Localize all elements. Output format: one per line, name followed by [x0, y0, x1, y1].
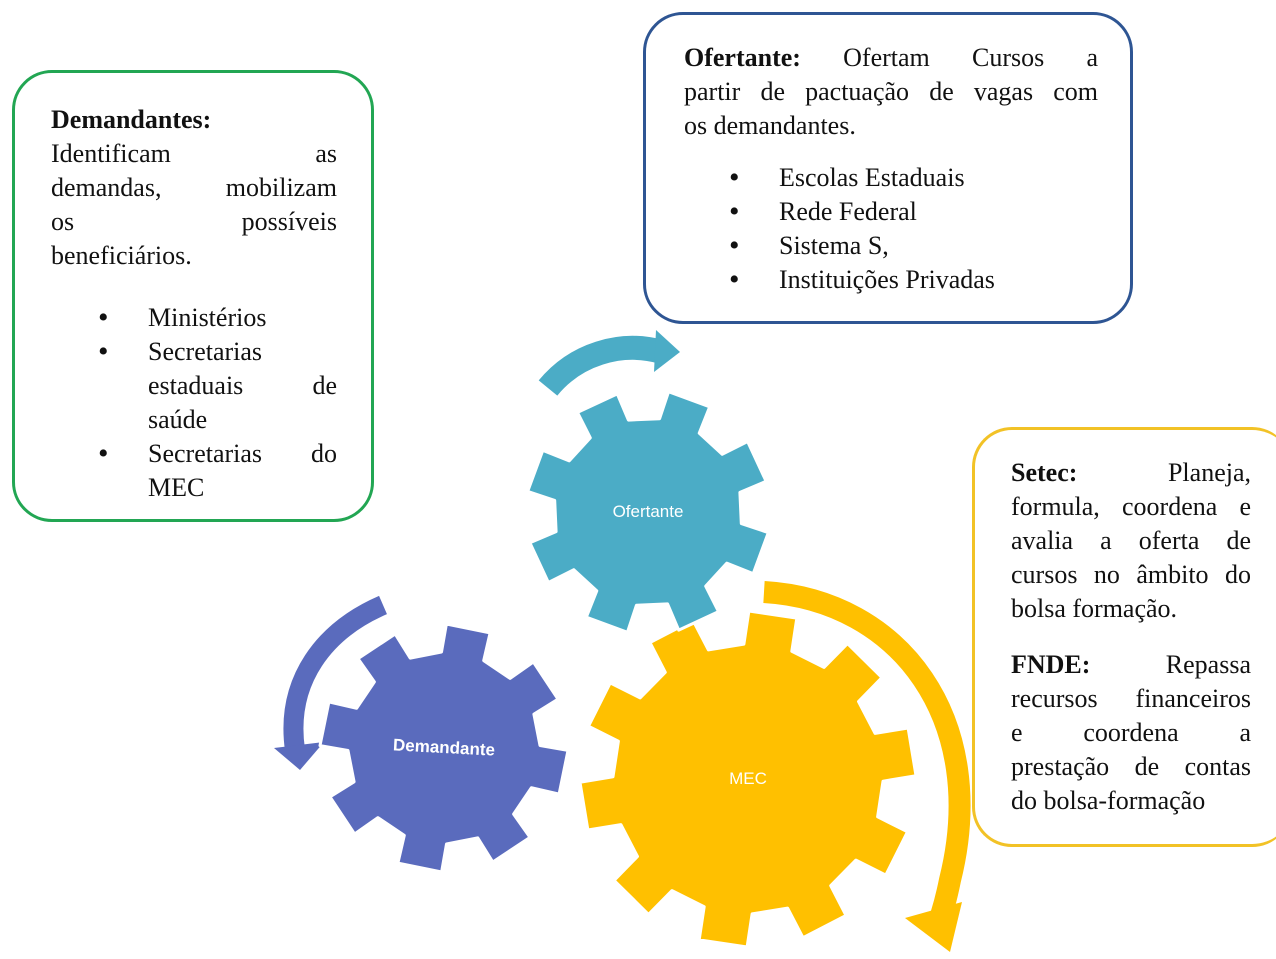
fnde-title: FNDE: — [1011, 650, 1091, 679]
mec-gear-icon — [578, 609, 918, 949]
ofertante-text-line: Ofertante: Ofertam Cursos a — [684, 41, 1098, 75]
demandantes-text-line: beneficiários. — [51, 241, 192, 270]
list-item: Instituições Privadas — [729, 263, 1098, 297]
setec-text-line: Setec: Planeja, — [1011, 456, 1251, 490]
list-item: Ministérios — [98, 301, 337, 335]
ofertante-title: Ofertante: — [684, 43, 801, 72]
demandantes-text-line: demandas, mobilizam — [51, 173, 337, 202]
mec-box: Setec: Planeja, formula, coordena e aval… — [972, 427, 1276, 847]
demandantes-title: Demandantes: — [51, 105, 212, 134]
ofertante-gear-label: Ofertante — [612, 502, 684, 521]
list-item: Secretarias estaduais de saúde — [98, 335, 337, 437]
arrow-head — [654, 330, 680, 372]
arrow-shaft — [763, 581, 971, 937]
demandantes-text-line: Identificam as — [51, 139, 337, 168]
setec-text: Planeja, — [1167, 458, 1251, 487]
gear-shape — [578, 609, 918, 949]
ofertante-curved-arrow-icon — [538, 330, 680, 396]
fnde-text: Repassa — [1165, 650, 1251, 679]
setec-text-line: bolsa formação. — [1011, 594, 1178, 623]
list-item: Escolas Estaduais — [729, 161, 1098, 195]
arrow-head — [905, 902, 962, 952]
demandante-curved-arrow-icon — [274, 595, 388, 770]
fnde-text-line: prestação de contas — [1011, 752, 1251, 781]
ofertante-list: Escolas Estaduais Rede Federal Sistema S… — [684, 161, 1098, 297]
gear-shape — [526, 390, 770, 634]
fnde-text-line: do bolsa-formação — [1011, 786, 1206, 815]
list-item: Rede Federal — [729, 195, 1098, 229]
demandantes-text-line: os possíveis — [51, 207, 337, 236]
ofertante-gear-icon — [526, 390, 770, 634]
ofertante-text: Ofertam Cursos a — [843, 43, 1098, 72]
demandantes-box: Demandantes: Identificam as demandas, mo… — [12, 70, 374, 522]
mec-curved-arrow-icon — [763, 581, 971, 952]
fnde-text-line: FNDE: Repassa — [1011, 648, 1251, 682]
demandantes-list: Ministérios Secretarias estaduais de saú… — [51, 301, 337, 505]
setec-text-line: cursos no âmbito do — [1011, 560, 1251, 589]
setec-text-line: avalia a oferta de — [1011, 526, 1251, 555]
ofertante-text-line: partir de pactuação de vagas com — [684, 77, 1098, 106]
ofertante-box: Ofertante: Ofertam Cursos a partir de pa… — [643, 12, 1133, 324]
ofertante-text-line: os demandantes. — [684, 111, 856, 140]
fnde-text-line: e coordena a — [1011, 718, 1251, 747]
arrow-head — [274, 742, 324, 770]
setec-title: Setec: — [1011, 458, 1078, 487]
arrow-shaft — [538, 335, 666, 396]
list-item: Sistema S, — [729, 229, 1098, 263]
gear-shape — [318, 622, 570, 874]
list-item: Secretarias do MEC — [98, 437, 337, 505]
fnde-text-line: recursos financeiros — [1011, 684, 1251, 713]
mec-gear-label: MEC — [729, 769, 767, 788]
setec-text-line: formula, coordena e — [1011, 492, 1251, 521]
demandante-gear-icon — [318, 622, 570, 874]
arrow-shaft — [283, 595, 388, 752]
